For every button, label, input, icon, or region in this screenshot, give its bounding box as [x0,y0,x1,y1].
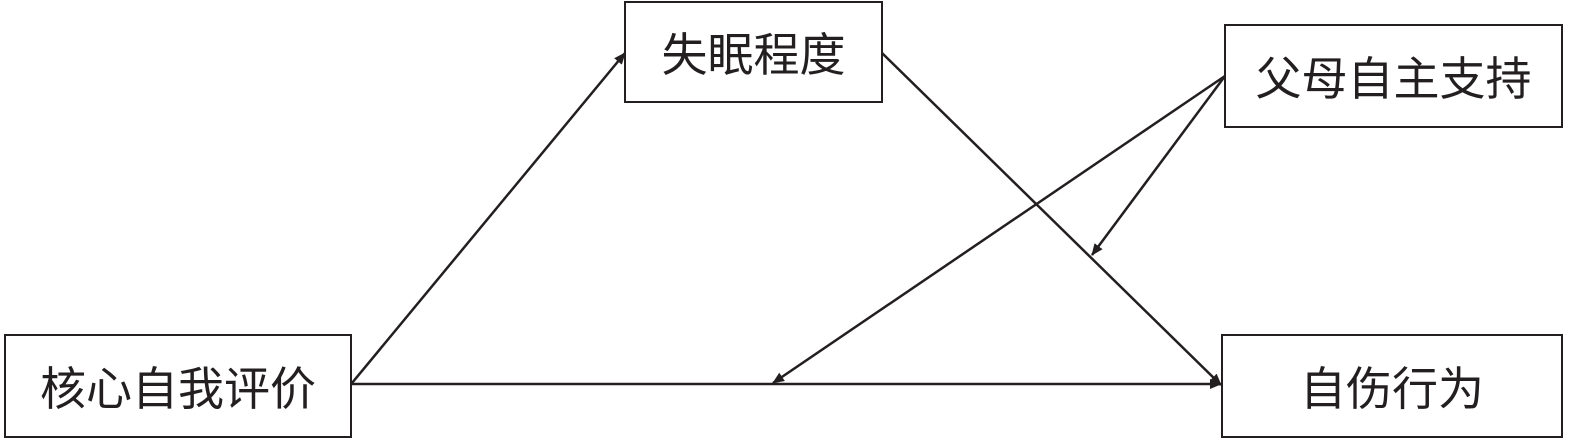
node-label: 核心自我评价 [40,362,316,416]
node-label: 父母自主支持 [1255,52,1532,106]
arrow-core-to-insomnia [351,52,626,384]
arrow-insomnia-to-selfharm [881,52,1222,386]
arrow-moderator-second-stage [1090,75,1227,256]
node-self-harm: 自伤行为 [1221,334,1563,438]
node-parental-autonomy-support: 父母自主支持 [1224,24,1563,128]
arrow-moderator-direct-path [772,74,1226,385]
node-label: 自伤行为 [1300,362,1484,416]
node-insomnia: 失眠程度 [624,1,883,103]
node-label: 失眠程度 [661,28,846,82]
node-core-self-evaluation: 核心自我评价 [4,334,352,438]
